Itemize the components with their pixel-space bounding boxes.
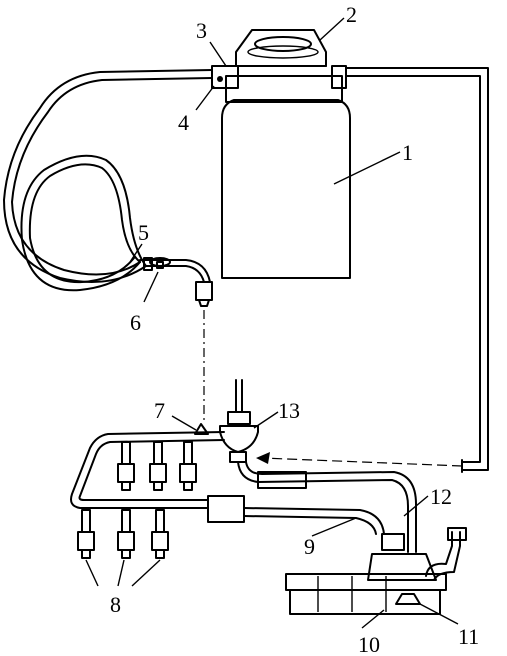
label-1: 1 xyxy=(402,140,413,165)
nozzle xyxy=(195,281,213,307)
return-pipe xyxy=(345,67,489,473)
label-13: 13 xyxy=(278,398,300,423)
label-7: 7 xyxy=(154,398,165,423)
coiled-hose xyxy=(3,69,213,292)
flow-arrow xyxy=(256,452,463,467)
label-12: 12 xyxy=(430,484,452,509)
shutoff-valve xyxy=(149,257,171,269)
feed-line-12 xyxy=(237,461,417,553)
label-8: 8 xyxy=(110,592,121,617)
label-11: 11 xyxy=(458,624,479,649)
label-2: 2 xyxy=(346,2,357,27)
label-9: 9 xyxy=(304,534,315,559)
label-4: 4 xyxy=(178,110,189,135)
fuel-tank xyxy=(211,65,351,279)
label-5: 5 xyxy=(138,220,149,245)
leader-lines xyxy=(85,17,459,629)
sedimenter xyxy=(219,379,259,463)
label-6: 6 xyxy=(130,310,141,335)
label-10: 10 xyxy=(358,632,380,656)
fuel-filter xyxy=(207,495,385,535)
lower-injectors xyxy=(77,509,169,559)
pump-unit xyxy=(285,527,467,615)
filler-cap xyxy=(235,29,327,67)
label-3: 3 xyxy=(196,18,207,43)
upper-rail xyxy=(70,431,225,509)
fitting-7 xyxy=(194,423,209,435)
upper-injectors xyxy=(117,441,197,491)
